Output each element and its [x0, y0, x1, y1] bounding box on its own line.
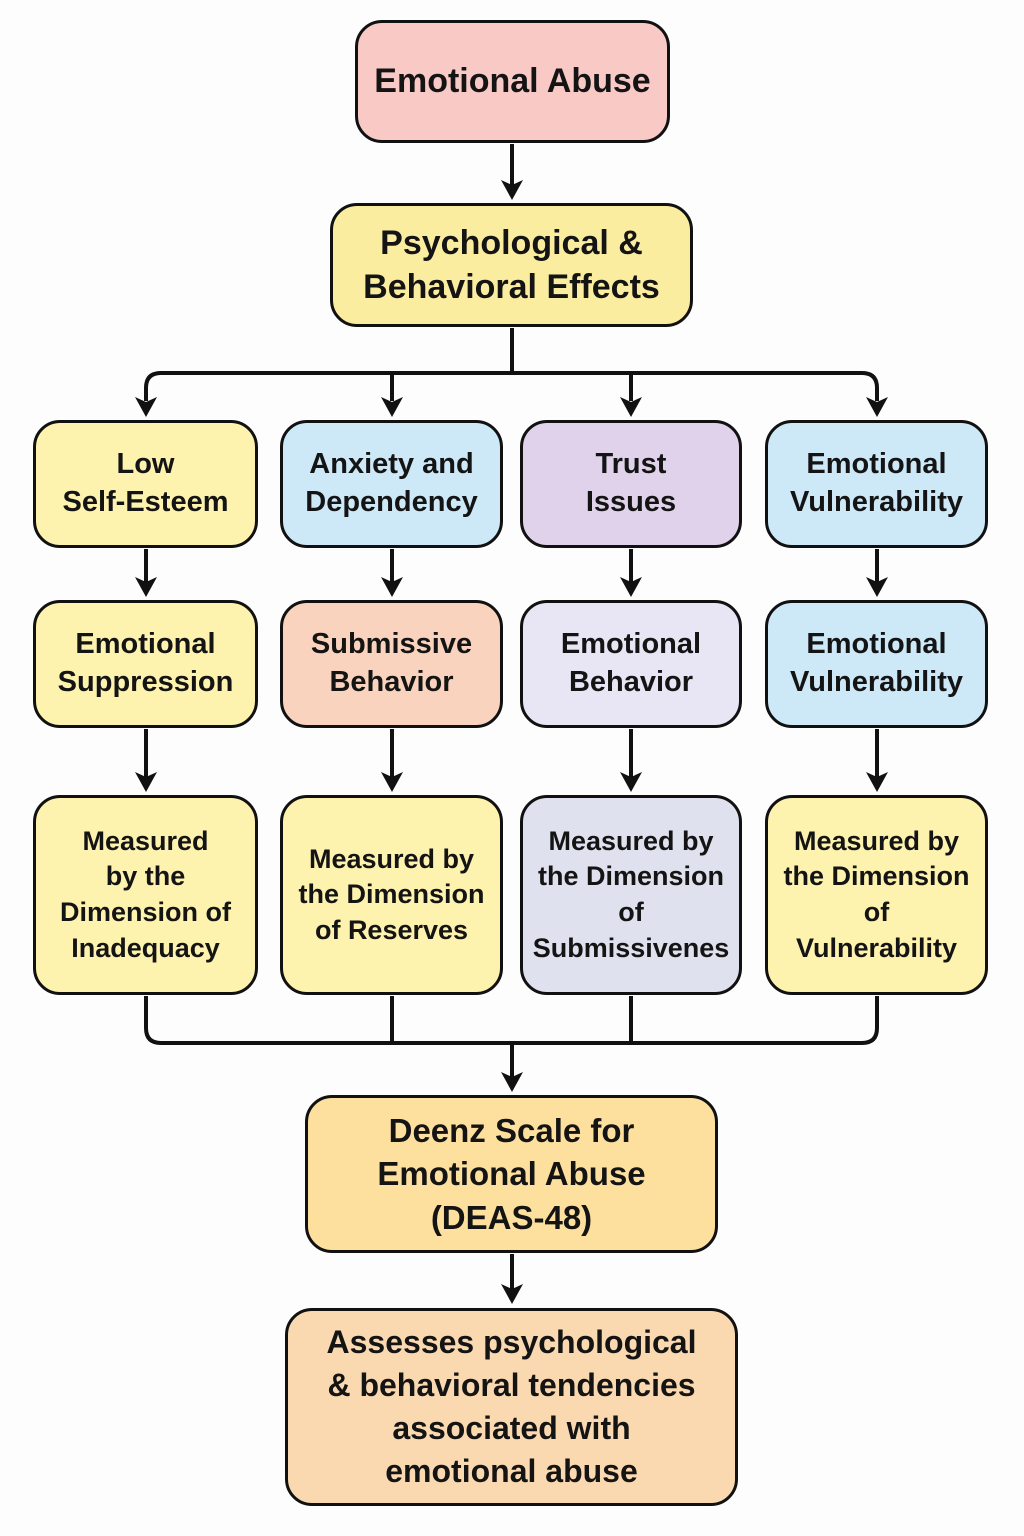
arrowhead-row3-col4 — [866, 772, 888, 792]
arrowhead-scale-to-assessment — [501, 1284, 523, 1304]
arrowhead-fanout-col2 — [381, 397, 403, 417]
arrowhead-fanout-col1 — [135, 397, 157, 417]
arrowhead-row2-col2 — [381, 577, 403, 597]
arrowhead-row3-col1 — [135, 772, 157, 792]
arrowhead-row2-col4 — [866, 577, 888, 597]
node-deenz-scale-deas-48: Deenz Scale for Emotional Abuse (DEAS-48… — [305, 1095, 718, 1253]
arrowhead-row3-col3 — [620, 772, 642, 792]
node-low-self-esteem: Low Self-Esteem — [33, 420, 258, 548]
connector-merge-to-scale — [144, 996, 879, 1077]
node-psychological-behavioral-effects: Psychological & Behavioral Effects — [330, 203, 693, 327]
connector-effects-fanout — [144, 328, 879, 401]
arrowhead-row3-col2 — [381, 772, 403, 792]
node-emotional-abuse: Emotional Abuse — [355, 20, 670, 143]
node-anxiety-and-dependency: Anxiety and Dependency — [280, 420, 503, 548]
node-measured-dimension-vulnerability: Measured by the Dimension of Vulnerabili… — [765, 795, 988, 995]
node-submissive-behavior: Submissive Behavior — [280, 600, 503, 728]
connector-row1-row2 — [144, 549, 879, 582]
node-emotional-vulnerability: Emotional Vulnerability — [765, 420, 988, 548]
node-measured-dimension-reserves: Measured by the Dimension of Reserves — [280, 795, 503, 995]
arrowhead-fanout-col4 — [866, 397, 888, 417]
arrowhead-row2-col1 — [135, 577, 157, 597]
arrowhead-root-to-effects — [501, 180, 523, 200]
node-trust-issues: Trust Issues — [520, 420, 742, 548]
arrowhead-row2-col3 — [620, 577, 642, 597]
connector-row2-row3 — [144, 729, 879, 777]
arrowhead-merge-to-scale — [501, 1072, 523, 1092]
node-emotional-suppression: Emotional Suppression — [33, 600, 258, 728]
node-emotional-behavior: Emotional Behavior — [520, 600, 742, 728]
node-measured-dimension-inadequacy: Measured by the Dimension of Inadequacy — [33, 795, 258, 995]
node-measured-dimension-submissiveness: Measured by the Dimension of Submissiven… — [520, 795, 742, 995]
node-emotional-vulnerability-2: Emotional Vulnerability — [765, 600, 988, 728]
arrowhead-fanout-col3 — [620, 397, 642, 417]
node-assessment-description: Assesses psychological & behavioral tend… — [285, 1308, 738, 1506]
